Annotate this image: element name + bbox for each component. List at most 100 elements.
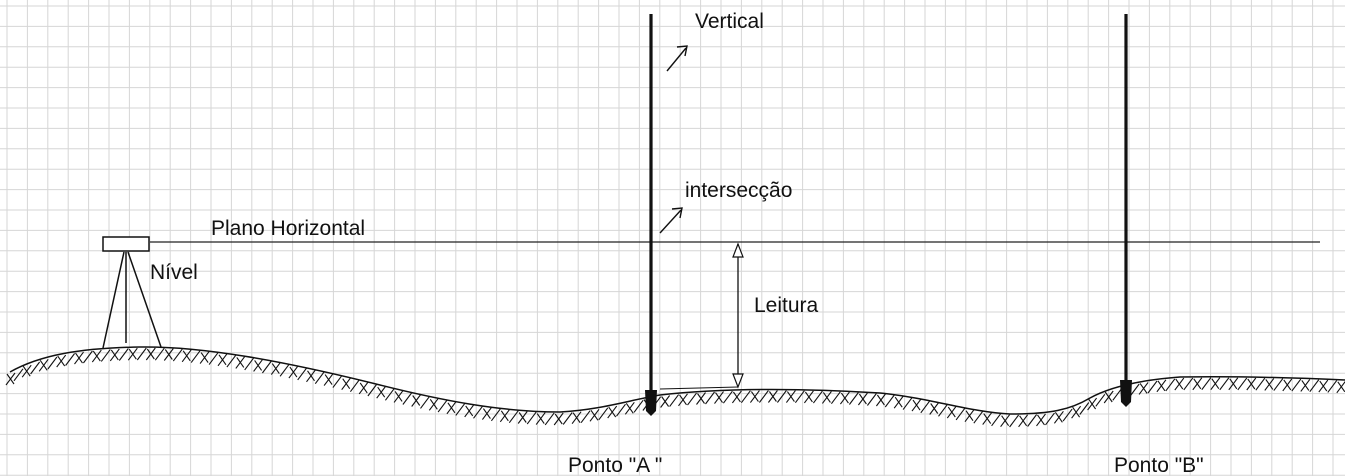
hatch-mark xyxy=(92,350,101,362)
hatch-mark xyxy=(858,393,867,405)
hatch-mark xyxy=(848,392,859,405)
hatch-mark xyxy=(598,407,609,421)
hatch-mark xyxy=(367,383,378,397)
hatch-mark xyxy=(722,390,733,404)
hatch-mark xyxy=(669,394,680,407)
hatch-mark xyxy=(705,391,715,405)
hatch-mark xyxy=(164,349,173,360)
hatch-mark xyxy=(536,413,545,424)
hatch-mark xyxy=(1319,380,1328,392)
hatch-mark xyxy=(271,363,280,374)
hatch-mark xyxy=(625,402,634,414)
hatch-mark xyxy=(768,391,777,402)
hatch-mark xyxy=(200,352,209,363)
hatch-mark xyxy=(473,405,483,419)
hatch-mark xyxy=(1054,411,1063,423)
hatch-mark xyxy=(732,391,741,403)
hatch-mark xyxy=(687,392,697,406)
hatch-mark xyxy=(1147,380,1158,394)
hatch-mark xyxy=(544,412,555,426)
hatch-mark xyxy=(955,407,966,421)
hatch-mark xyxy=(182,350,191,362)
hatch-mark xyxy=(518,412,527,423)
hatch-mark xyxy=(154,347,165,361)
hatch-mark xyxy=(447,402,456,414)
reading-base-tick xyxy=(659,386,739,390)
hatch-mark xyxy=(482,408,491,419)
hatch-mark xyxy=(1037,414,1045,426)
hatch-mark xyxy=(750,391,759,402)
hatch-mark xyxy=(616,403,626,417)
hatch-mark xyxy=(47,356,58,370)
hatch-mark xyxy=(1237,377,1248,391)
hatch-mark xyxy=(1157,380,1166,392)
hatch-mark xyxy=(289,366,298,378)
hatch-mark xyxy=(100,349,111,362)
rod-b-tip xyxy=(1120,380,1132,407)
hatch-mark xyxy=(136,347,147,361)
hatch-mark xyxy=(244,357,255,371)
ground-terrain xyxy=(5,346,1345,428)
hatch-mark xyxy=(1229,378,1238,390)
hatch-mark xyxy=(661,396,670,407)
hatch-mark xyxy=(1072,406,1081,418)
hatch-mark xyxy=(697,393,705,404)
hatch-mark xyxy=(57,355,66,367)
hatch-mark xyxy=(1175,378,1184,390)
hatch-mark xyxy=(776,390,787,403)
hatch-mark xyxy=(786,391,795,402)
label-nivel: Nível xyxy=(150,261,198,284)
hatch-mark xyxy=(830,391,841,405)
hatch-mark xyxy=(394,391,403,402)
label-ponto-b: Ponto "B" xyxy=(1114,454,1204,476)
hatch-mark xyxy=(1327,380,1338,393)
hatch-mark xyxy=(884,394,895,408)
rod-point-a xyxy=(645,14,657,416)
hatch-mark xyxy=(226,354,237,368)
hatch-mark xyxy=(1001,415,1010,427)
hatch-mark xyxy=(324,374,333,385)
hatch-mark xyxy=(947,406,956,418)
hatch-mark xyxy=(822,392,831,403)
hatch-mark xyxy=(572,412,581,424)
hatch-mark xyxy=(420,396,430,409)
hatch-mark xyxy=(1019,415,1028,427)
hatch-mark xyxy=(75,352,83,364)
hatch-mark xyxy=(307,370,315,382)
hatch-mark xyxy=(1265,379,1274,390)
hatch-mark xyxy=(580,410,591,424)
hatch-mark xyxy=(508,410,519,424)
rod-a-tip xyxy=(645,390,657,416)
hatch-mark xyxy=(804,391,813,403)
hatch-mark xyxy=(991,413,1002,427)
hatch-mark xyxy=(562,412,573,425)
hatch-mark xyxy=(1112,387,1123,401)
hatch-mark xyxy=(30,361,41,375)
hatch-mark xyxy=(840,392,849,404)
hatch-mark xyxy=(297,367,308,381)
hatch-mark xyxy=(1027,414,1038,427)
hatch-mark xyxy=(254,360,263,371)
hatch-mark xyxy=(866,393,877,406)
hatch-mark xyxy=(1079,402,1090,415)
hatch-mark xyxy=(1009,414,1020,428)
hatch-mark xyxy=(465,405,474,417)
hatch-mark xyxy=(983,413,992,424)
hatch-mark xyxy=(1193,378,1202,390)
hatch-mark xyxy=(1211,378,1220,390)
reading-arrow-top xyxy=(732,242,744,258)
hatch-mark xyxy=(1183,377,1194,391)
hatch-mark xyxy=(1273,378,1284,391)
hatch-mark xyxy=(608,406,617,418)
hatch-mark xyxy=(1165,378,1176,392)
level-telescope xyxy=(102,236,150,252)
hatch-mark xyxy=(554,413,563,425)
hatch-mark xyxy=(65,353,76,366)
hatch-mark xyxy=(349,379,360,393)
hatch-mark xyxy=(261,360,272,374)
rod-point-b xyxy=(1120,14,1132,407)
arrow-up-right-icon xyxy=(666,45,688,72)
hatch-mark xyxy=(930,403,939,414)
